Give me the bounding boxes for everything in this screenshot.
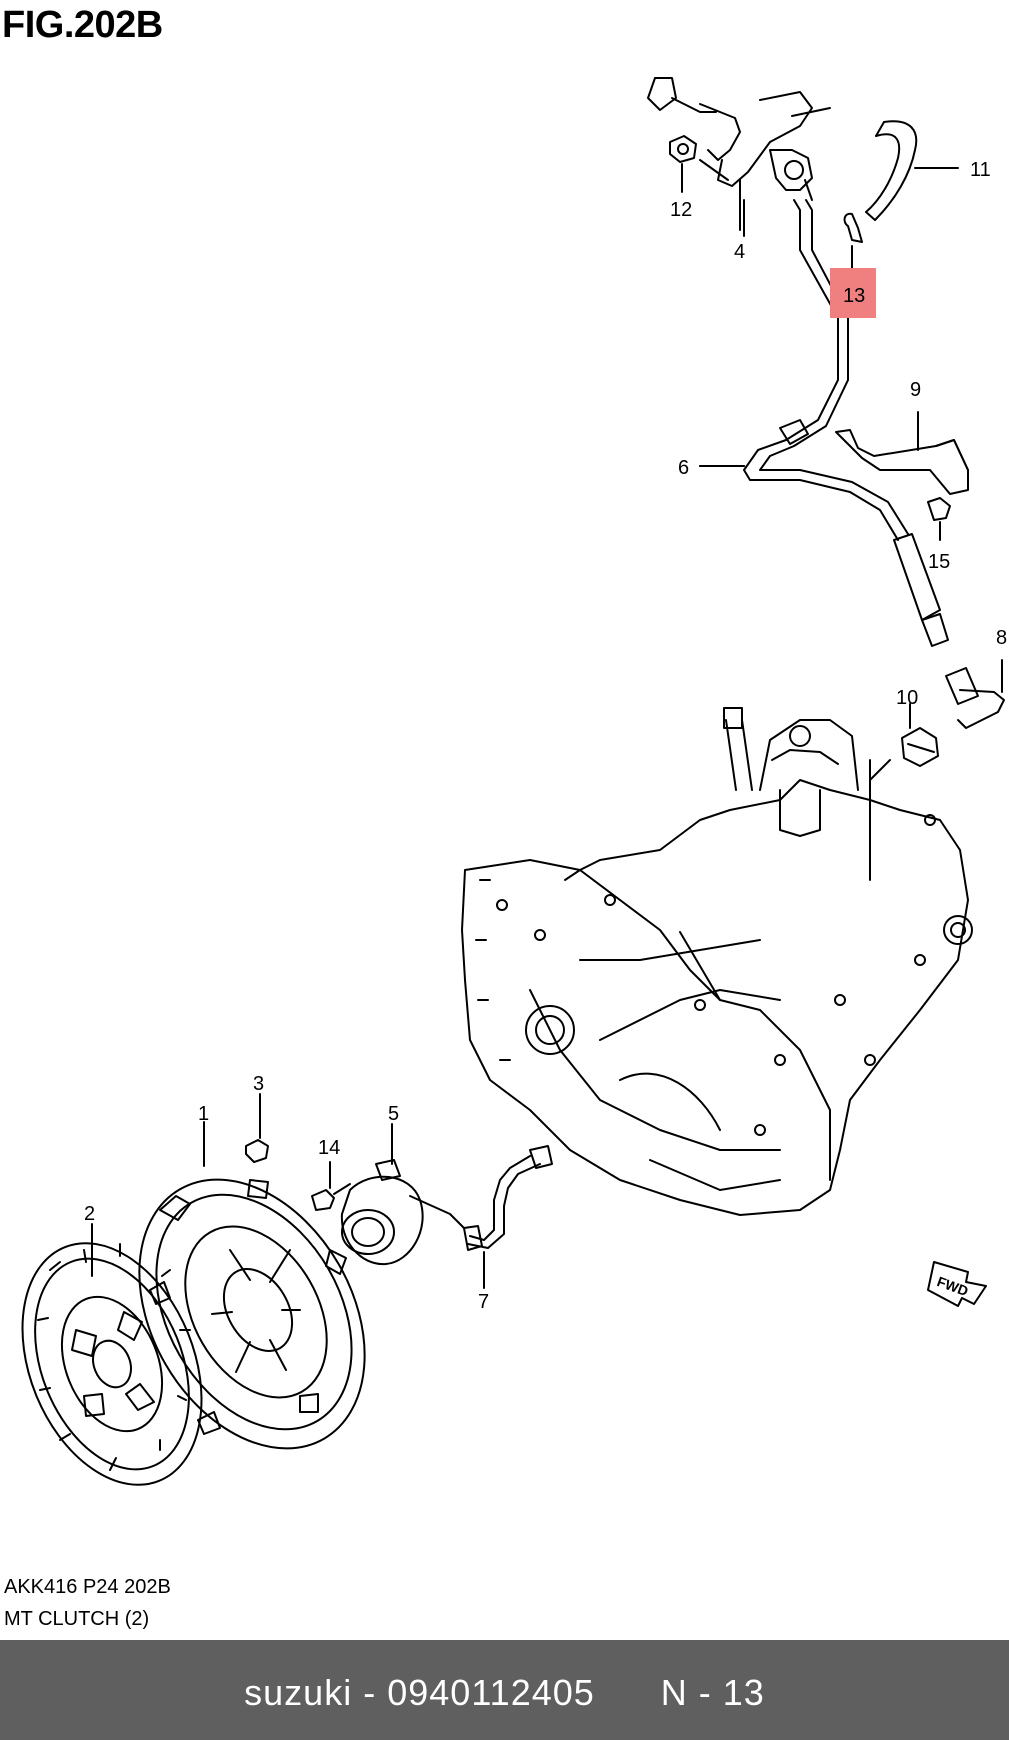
- callout-15: 15: [928, 551, 950, 573]
- callout-7: 7: [478, 1291, 489, 1313]
- release-bearing-part-5: [340, 1123, 465, 1266]
- callout-2: 2: [84, 1203, 95, 1225]
- callout-3: 3: [253, 1073, 264, 1095]
- fwd-arrow-icon: FWD: [927, 1261, 987, 1307]
- part-info-bar: suzuki - 0940112405 N - 13: [0, 1640, 1009, 1740]
- transmission-case: [461, 707, 973, 1216]
- bolt-part-14: [311, 1161, 351, 1211]
- master-cylinder: [647, 77, 831, 201]
- brand-name: suzuki: [244, 1672, 353, 1713]
- callout-13: 13: [843, 285, 865, 307]
- callout-14: 14: [318, 1137, 340, 1159]
- callout-6: 6: [678, 457, 689, 479]
- clip-part-13: [843, 212, 863, 269]
- callout-1: 1: [198, 1103, 209, 1125]
- bracket-part-9: [835, 411, 969, 495]
- clutch-disc-part-2: [21, 1223, 203, 1486]
- exploded-parts-diagram: FWD 1 2 3 4 5 6 7 8 9 10 11 12 13 14 15: [21, 77, 1007, 1486]
- figure-code: AKK416 P24 202B: [4, 1576, 171, 1598]
- part-info-text: suzuki - 0940112405 N - 13: [0, 1672, 1009, 1714]
- callout-8: 8: [996, 627, 1007, 649]
- nut-part-12: [669, 135, 697, 193]
- callout-5: 5: [388, 1103, 399, 1125]
- bushing-part-10: [869, 703, 939, 781]
- bolt-part-3: [245, 1093, 269, 1163]
- separator: -: [363, 1672, 377, 1713]
- clutch-cover-part-1: [138, 1121, 366, 1450]
- callout-12: 12: [670, 199, 692, 221]
- callout-9: 9: [910, 379, 921, 401]
- callout-10: 10: [896, 687, 918, 709]
- bolt-part-15: [927, 497, 951, 541]
- figure-title: FIG.202B: [2, 4, 163, 46]
- highlight-box: [830, 268, 876, 318]
- hose-part-11: [865, 120, 959, 221]
- hose-part-7: [463, 1145, 553, 1289]
- callout-11: 11: [970, 159, 991, 181]
- connector-part-8: [945, 659, 1005, 729]
- callout-4: 4: [734, 241, 745, 263]
- part-number: 0940112405: [387, 1672, 595, 1713]
- position-label: N - 13: [660, 1672, 765, 1713]
- figure-name: MT CLUTCH (2): [4, 1608, 150, 1630]
- clutch-pipe-part-6: [699, 199, 949, 647]
